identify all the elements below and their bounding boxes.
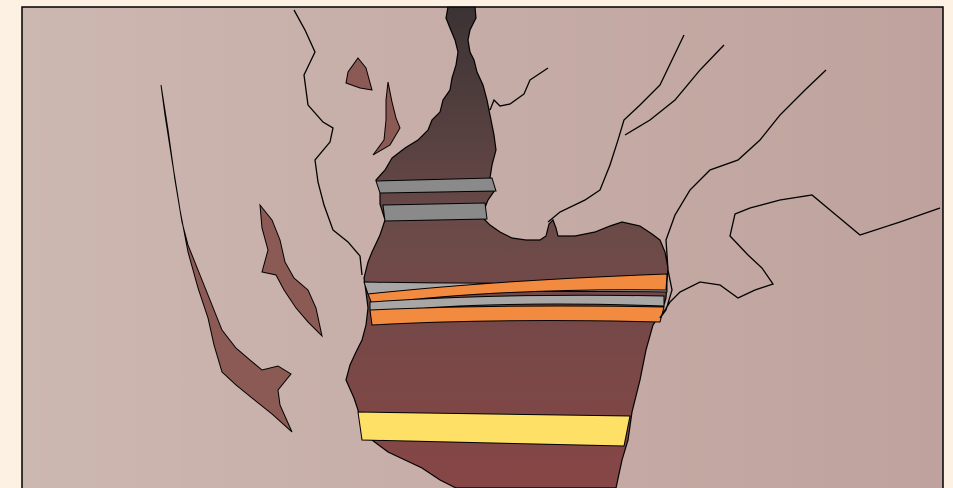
gray-band-1 [376,178,496,193]
yellow-band [358,412,630,446]
gray-band-2 [383,203,487,221]
